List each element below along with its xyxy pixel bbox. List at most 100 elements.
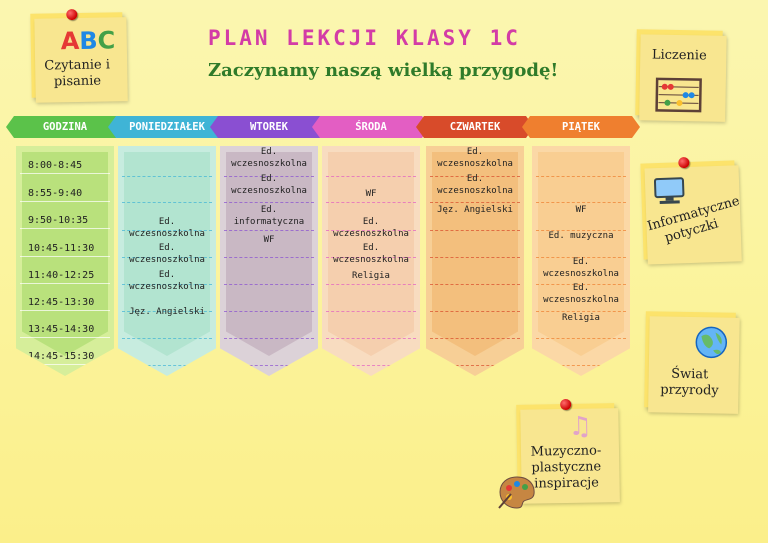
globe-icon	[695, 326, 728, 359]
time-slot: 9:50-10:35	[28, 215, 89, 226]
row-divider	[20, 228, 110, 229]
lesson-cell: Religia	[562, 313, 600, 323]
row-divider	[536, 176, 626, 177]
note-liczenie: Liczenie	[635, 29, 723, 117]
note-liczenie-label: Liczenie	[651, 47, 707, 64]
note-czytanie: ABC Czytanie i pisanie	[30, 8, 124, 98]
time-slot: 10:45-11:30	[28, 243, 95, 254]
row-divider	[536, 230, 626, 231]
row-divider	[430, 202, 520, 203]
note-przyroda-label: Świat przyrody	[660, 366, 719, 399]
lesson-cell: Ed. wczesnoszkolna	[437, 147, 513, 169]
header-czw: CZWARTEK	[416, 116, 534, 138]
time-slot: 8:55-9:40	[28, 188, 83, 199]
row-divider	[122, 230, 212, 231]
time-slot: 14:45-15:30	[28, 351, 95, 362]
header-sr: ŚRODA	[312, 116, 430, 138]
row-divider	[430, 230, 520, 231]
row-divider	[326, 365, 416, 366]
lesson-cell: Ed. wczesnoszkolna	[437, 174, 513, 196]
abacus-icon	[655, 77, 702, 113]
page-title: PLAN LEKCJI KLASY 1C	[208, 26, 521, 50]
lesson-cell: Ed. wczesnoszkolna	[129, 217, 205, 239]
lesson-cell: WF	[365, 189, 377, 199]
row-divider	[326, 257, 416, 258]
row-divider	[536, 365, 626, 366]
row-divider	[122, 311, 212, 312]
row-divider	[430, 284, 520, 285]
row-divider	[224, 257, 314, 258]
row-divider	[122, 202, 212, 203]
row-divider	[536, 202, 626, 203]
lesson-cell: WF	[575, 205, 587, 215]
row-divider	[122, 176, 212, 177]
page-subtitle: Zaczynamy naszą wielką przygodę!	[208, 60, 559, 81]
lesson-cell: Ed. wczesnoszkolna	[129, 270, 205, 292]
row-divider	[224, 365, 314, 366]
time-slot: 11:40-12:25	[28, 270, 95, 281]
pin-icon	[560, 398, 572, 411]
computer-icon	[653, 177, 685, 205]
pin-icon	[678, 156, 690, 169]
row-divider	[536, 311, 626, 312]
row-divider	[326, 202, 416, 203]
lesson-cell: Ed. wczesnoszkolna	[333, 243, 409, 265]
row-divider	[430, 338, 520, 339]
row-divider	[536, 284, 626, 285]
pin-icon	[66, 8, 78, 21]
time-slot: 12:45-13:30	[28, 297, 95, 308]
row-divider	[430, 176, 520, 177]
lesson-cell: Ed. muzyczna	[548, 231, 614, 241]
lesson-cell: Ed. wczesnoszkolna	[333, 217, 409, 239]
lesson-cell: WF	[263, 235, 275, 245]
row-divider	[20, 310, 110, 311]
row-divider	[20, 364, 110, 365]
lesson-cell: Religia	[352, 271, 390, 281]
header-pt: PIĄTEK	[522, 116, 640, 138]
row-divider	[20, 283, 110, 284]
row-divider	[326, 338, 416, 339]
lesson-cell: Ed. wczesnoszkolna	[543, 257, 619, 279]
lesson-cell: Ed. informatyczna	[233, 205, 305, 227]
row-divider	[224, 338, 314, 339]
row-divider	[224, 230, 314, 231]
row-divider	[430, 365, 520, 366]
row-divider	[20, 256, 110, 257]
time-slot: 8:00-8:45	[28, 160, 83, 171]
lesson-cell: Jęz. Angielski	[437, 205, 513, 215]
lesson-cell: Ed. wczesnoszkolna	[231, 147, 307, 169]
header-pon: PONIEDZIAŁEK	[108, 116, 226, 138]
column-godzina: GODZINA 8:00-8:45 8:55-9:40 9:50-10:35 10:45…	[6, 116, 124, 376]
row-divider	[20, 201, 110, 202]
row-divider	[326, 311, 416, 312]
header-godzina: GODZINA	[6, 116, 124, 138]
note-informatyczne: Informatyczne potyczki	[640, 156, 741, 260]
row-divider	[224, 311, 314, 312]
lesson-cell: Ed. wczesnoszkolna	[231, 174, 307, 196]
lesson-cell: Ed. wczesnoszkolna	[129, 243, 205, 265]
row-divider	[20, 337, 110, 338]
row-divider	[326, 230, 416, 231]
column-body-godzina: 8:00-8:45 8:55-9:40 9:50-10:35 10:45-11:30 1…	[16, 146, 114, 376]
row-divider	[20, 173, 110, 174]
abc-icon: ABC	[60, 26, 116, 56]
time-slot: 13:45-14:30	[28, 324, 95, 335]
lesson-cell: Jęz. Angielski	[129, 307, 205, 317]
palette-icon	[498, 476, 535, 509]
row-divider	[122, 338, 212, 339]
row-divider	[430, 311, 520, 312]
row-divider	[224, 176, 314, 177]
row-divider	[430, 257, 520, 258]
row-divider	[122, 257, 212, 258]
lesson-cell: Ed. wczesnoszkolna	[543, 283, 619, 305]
